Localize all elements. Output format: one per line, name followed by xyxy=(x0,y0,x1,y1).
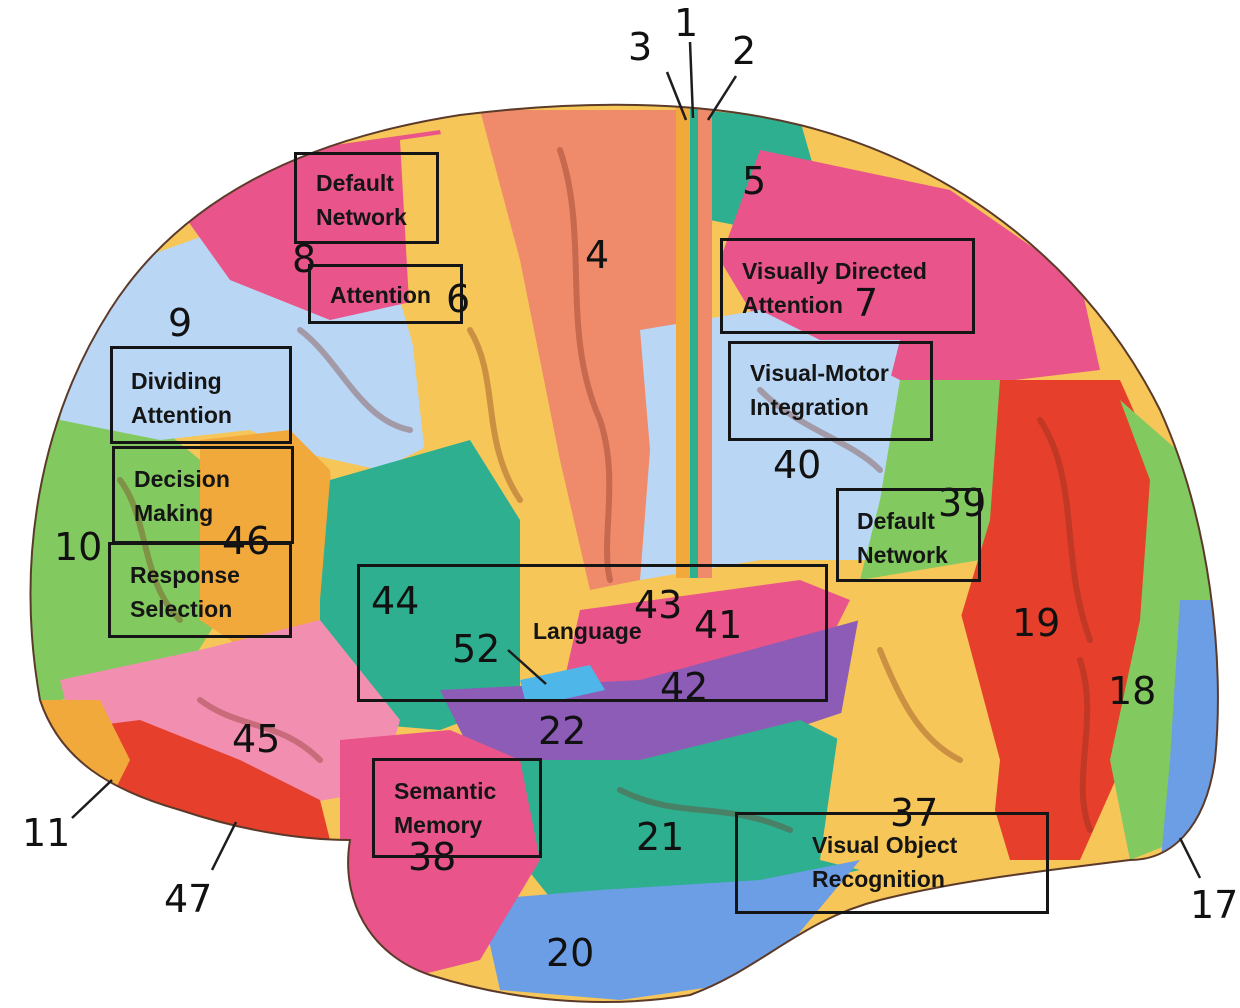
leader-lines xyxy=(71,41,1202,879)
area-label-43: 43 xyxy=(634,583,683,627)
function-label-line: Default xyxy=(316,170,394,196)
function-label-semantic-memory: Semantic Memory xyxy=(394,774,496,842)
brain-region xyxy=(720,150,1100,390)
function-label-line: Integration xyxy=(750,394,869,421)
area-label-10: 10 xyxy=(54,525,103,569)
area-label-8: 8 xyxy=(292,237,317,281)
function-box-default-network-frontal xyxy=(294,152,439,244)
function-box-response-selection xyxy=(108,542,292,638)
brain-region xyxy=(480,720,880,910)
function-label-line: Making xyxy=(134,500,214,527)
function-label-line: Attention xyxy=(742,292,843,319)
brain-region xyxy=(200,430,340,660)
brain-outline xyxy=(29,103,1219,1004)
area-label-41: 41 xyxy=(694,603,743,647)
function-label-line: Decision xyxy=(134,466,230,492)
area-label-1: 1 xyxy=(674,1,699,45)
area-label-7: 7 xyxy=(854,281,879,325)
area-label-5: 5 xyxy=(742,159,767,203)
function-label-visual-object-recognition: Visual Object Recognition xyxy=(812,828,957,896)
function-label-response-selection: Response Selection xyxy=(130,558,240,626)
function-label-line: Visual-Motor xyxy=(750,360,889,386)
brain-region xyxy=(320,440,520,730)
function-label-decision-making: Decision Making xyxy=(134,462,230,530)
area-label-40: 40 xyxy=(773,443,822,487)
area-label-6: 6 xyxy=(446,277,471,321)
function-label-line: Visual Object xyxy=(812,832,958,858)
area-label-3: 3 xyxy=(628,25,653,69)
brain-region xyxy=(960,380,1160,860)
area-label-2: 2 xyxy=(732,29,757,73)
function-label-attention: Attention xyxy=(330,278,431,312)
brain-region xyxy=(730,340,900,430)
area-label-44: 44 xyxy=(371,579,420,623)
brain-region xyxy=(30,400,230,700)
area-label-47: 47 xyxy=(164,877,213,921)
function-label-line: Visually Directed xyxy=(742,258,927,284)
function-label-line: Network xyxy=(857,542,948,569)
area-label-20: 20 xyxy=(546,931,595,975)
brain-region xyxy=(560,580,850,700)
function-label-line: Memory xyxy=(394,812,483,839)
function-label-default-network-parietal: Default Network xyxy=(857,504,948,572)
brain-region xyxy=(520,665,605,700)
function-label-line: Attention xyxy=(131,402,232,429)
area-label-4: 4 xyxy=(585,233,610,277)
brain-region xyxy=(480,110,690,590)
function-label-line: Semantic xyxy=(394,778,497,804)
function-label-visual-motor-integration: Visual-Motor Integration xyxy=(750,356,889,424)
function-label-dividing-attention: Dividing Attention xyxy=(131,364,232,432)
area-label-9: 9 xyxy=(168,301,193,345)
function-label-default-network-frontal: Default Network xyxy=(316,166,407,234)
function-label-language: Language xyxy=(533,614,642,648)
function-box-attention xyxy=(308,264,463,324)
function-label-line: Attention xyxy=(330,282,431,308)
function-box-language xyxy=(357,564,828,702)
brain-region xyxy=(698,108,712,578)
function-label-line: Dividing xyxy=(131,368,222,394)
brain-region xyxy=(690,108,698,578)
area-label-52: 52 xyxy=(452,627,501,671)
area-label-11: 11 xyxy=(22,811,71,855)
brain-region xyxy=(1160,600,1218,870)
area-label-21: 21 xyxy=(636,815,685,859)
area-label-22: 22 xyxy=(538,709,587,753)
function-label-line: Recognition xyxy=(812,866,945,893)
function-box-dividing-attention xyxy=(110,346,292,444)
brain-region xyxy=(676,108,690,578)
function-box-default-network-parietal xyxy=(836,488,981,582)
area-label-17: 17 xyxy=(1190,883,1239,927)
function-label-line: Network xyxy=(316,204,407,231)
sulci xyxy=(117,147,1093,833)
area-label-18: 18 xyxy=(1108,669,1157,713)
function-label-line: Language xyxy=(533,618,642,644)
function-label-line: Response xyxy=(130,562,240,588)
function-box-semantic-memory xyxy=(372,758,542,858)
function-label-line: Default xyxy=(857,508,935,534)
function-box-visual-object-recognition xyxy=(735,812,1049,914)
area-label-19: 19 xyxy=(1012,601,1061,645)
function-label-visually-directed-attention: Visually Directed Attention xyxy=(742,254,927,322)
function-box-visual-motor-integration xyxy=(728,341,933,441)
function-box-visually-directed-attention xyxy=(720,238,975,334)
area-label-45: 45 xyxy=(232,717,281,761)
function-label-line: Selection xyxy=(130,596,233,623)
